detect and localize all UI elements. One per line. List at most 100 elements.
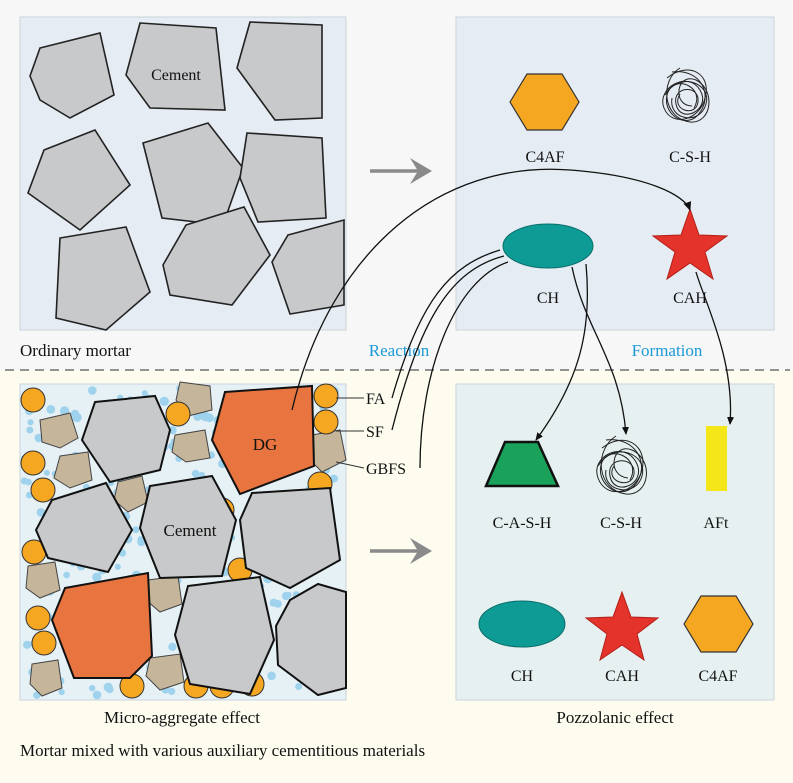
gbfs-to-ch-curve xyxy=(419,261,509,469)
gbfs-particles xyxy=(25,381,347,697)
fa-particle xyxy=(165,401,191,427)
c4af-label-bottom: C4AF xyxy=(698,668,737,685)
fa-to-ch-curve xyxy=(391,249,501,399)
sf-particle xyxy=(58,689,65,696)
sf-particle xyxy=(89,684,96,692)
sf-particle xyxy=(295,683,303,690)
sf-particle xyxy=(191,469,200,478)
sf-particle xyxy=(20,477,28,485)
reaction-curves xyxy=(291,168,735,469)
cement-particle xyxy=(142,122,244,226)
cah-label-bottom: CAH xyxy=(605,668,639,685)
sf-particle xyxy=(106,685,114,694)
csh-scribble-bottom xyxy=(596,435,647,495)
reaction-label: Reaction xyxy=(369,341,430,360)
dg-label: DG xyxy=(253,435,278,454)
sf-particle xyxy=(168,642,177,652)
gbfs-particle xyxy=(145,653,185,691)
sf-particle xyxy=(26,426,34,434)
sf-particle xyxy=(88,386,97,395)
formation-label: Formation xyxy=(632,341,703,360)
sf-particle xyxy=(92,690,102,700)
fly-ash-particles xyxy=(20,383,339,699)
cement-particle xyxy=(138,474,238,580)
cash-trapezoid xyxy=(484,440,560,488)
cement-particle xyxy=(274,582,347,697)
cement-particle xyxy=(34,481,134,574)
sf-particle xyxy=(267,671,276,681)
sf-particle xyxy=(159,396,169,406)
gbfs-label: GBFS xyxy=(366,461,406,478)
cah-label-top: CAH xyxy=(673,290,707,307)
cement-particle xyxy=(271,218,345,315)
ch-ellipse-bottom xyxy=(478,600,566,648)
reaction-arrow-top xyxy=(370,158,432,184)
fa-particle xyxy=(30,477,56,503)
cement-particles-top xyxy=(27,21,345,331)
csh-label-bottom: C-S-H xyxy=(600,515,642,532)
fa-label: FA xyxy=(366,391,386,408)
cement-particle xyxy=(238,486,342,590)
cement-particle xyxy=(236,21,323,121)
ordinary-mortar-label: Ordinary mortar xyxy=(20,341,131,360)
pozzolanic-label: Pozzolanic effect xyxy=(556,708,673,727)
sf-particle xyxy=(43,469,50,476)
csh-scribble-top xyxy=(662,67,710,123)
cah-to-aft-curve xyxy=(695,271,735,425)
ch-ellipse-top xyxy=(502,223,594,269)
cement-label-top: Cement xyxy=(151,67,201,84)
c4af-label-top: C4AF xyxy=(525,149,564,166)
cash-label: C-A-S-H xyxy=(493,515,552,532)
sf-particle xyxy=(72,412,82,423)
cement-particle xyxy=(29,32,115,119)
sf-particle xyxy=(92,572,102,582)
sf-label: SF xyxy=(366,424,384,441)
cement-particle xyxy=(55,226,151,331)
micro-aggregate-label: Micro-aggregate effect xyxy=(104,708,260,727)
sf-particle xyxy=(168,687,176,696)
cement-particle xyxy=(173,575,276,696)
cement-particle xyxy=(239,132,327,223)
c4af-hexagon-bottom xyxy=(683,595,754,653)
sf-to-ch-curve xyxy=(391,255,505,431)
cement-particle xyxy=(80,394,172,484)
dg-particles xyxy=(50,384,316,679)
dg-particle xyxy=(50,571,154,679)
formation-products-panel-top xyxy=(455,16,775,331)
cement-particles-bottom xyxy=(34,394,347,697)
ch-to-csh-curve xyxy=(571,266,629,435)
gbfs-particle xyxy=(29,659,63,697)
fa-particle xyxy=(31,630,57,656)
sf-particle xyxy=(46,405,56,414)
cement-particle xyxy=(125,22,226,111)
gbfs-particle xyxy=(39,412,79,449)
sf-particle xyxy=(36,508,46,517)
aft-rectangle xyxy=(706,426,727,491)
ch-label-bottom: CH xyxy=(511,668,534,685)
sf-particle xyxy=(168,426,177,435)
fa-particle xyxy=(313,409,339,435)
ch-to-cash-curve xyxy=(535,263,589,441)
fa-particle xyxy=(20,450,46,476)
cement-particle xyxy=(27,129,132,232)
csh-label-top: C-S-H xyxy=(669,149,711,166)
cement-label-bottom: Cement xyxy=(164,521,217,540)
cement-particle xyxy=(162,206,271,306)
sf-particle xyxy=(114,563,121,570)
reaction-arrow-bottom xyxy=(370,538,432,564)
dg-to-cah-curve xyxy=(291,168,692,411)
ch-label-top: CH xyxy=(537,290,560,307)
bottom-caption: Mortar mixed with various auxiliary ceme… xyxy=(20,741,425,760)
callout-lines xyxy=(335,397,365,469)
sf-particle xyxy=(27,419,34,426)
sf-particle xyxy=(33,691,41,699)
gbfs-particle xyxy=(53,451,93,489)
sf-particle xyxy=(132,526,140,534)
cah-star-bottom xyxy=(584,590,660,662)
gbfs-particle xyxy=(171,429,211,463)
aft-label: AFt xyxy=(704,515,729,532)
sf-particle xyxy=(141,390,148,397)
cah-star-top xyxy=(651,207,729,281)
fa-particle xyxy=(20,387,46,413)
